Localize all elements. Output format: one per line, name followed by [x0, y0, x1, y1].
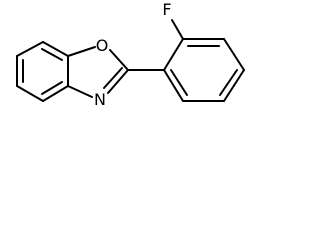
bond: [223, 38, 245, 71]
benzo-ring: [16, 41, 69, 102]
bond: [42, 85, 69, 102]
inner-double-bond: [219, 69, 238, 96]
oxygen-label: O: [96, 36, 109, 55]
bond: [163, 38, 184, 71]
chemical-structure: O N F: [16, 0, 245, 109]
bond: [163, 69, 184, 102]
inner-double-bond: [41, 48, 63, 61]
bond: [67, 46, 96, 57]
bond: [107, 69, 129, 94]
oxazole-ring: [67, 46, 129, 98]
nitrogen-label: N: [94, 90, 106, 109]
bond: [16, 85, 44, 102]
inner-double-bond: [41, 81, 63, 95]
fluorophenyl-ring: [163, 19, 245, 102]
bond: [42, 41, 69, 57]
bond: [223, 69, 245, 102]
fluorine-label: F: [162, 0, 171, 19]
bond: [67, 85, 93, 98]
bond-to-fluorine: [171, 19, 184, 40]
bond: [16, 41, 44, 57]
bond: [109, 49, 129, 71]
inner-double-bond: [170, 69, 188, 96]
double-bond: [103, 67, 123, 89]
